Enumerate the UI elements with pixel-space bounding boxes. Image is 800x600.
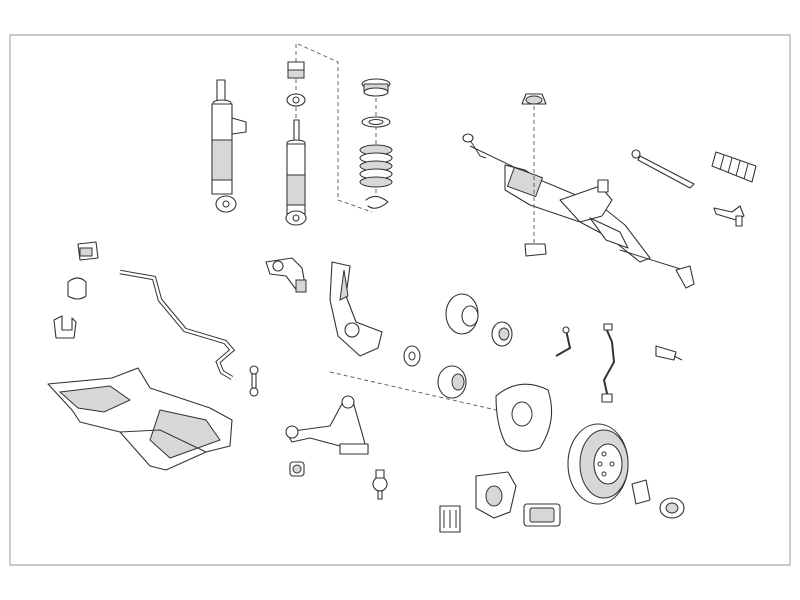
brake-pads[interactable]	[439, 503, 561, 533]
subframe[interactable]	[47, 367, 233, 471]
coil-spring-kit[interactable]	[359, 78, 393, 209]
shock-absorber-right[interactable]	[285, 119, 307, 226]
rack-mount[interactable]	[521, 93, 547, 257]
bushings[interactable]	[289, 461, 305, 477]
steering-rack[interactable]	[462, 133, 695, 289]
brake-disc[interactable]	[567, 423, 629, 505]
steering-boot[interactable]	[711, 151, 757, 183]
wheel-hub-cap[interactable]	[631, 479, 685, 519]
wear-sensor[interactable]	[655, 345, 683, 361]
outer-tie-rod-end[interactable]	[713, 205, 745, 227]
shock-absorber-left[interactable]	[211, 79, 247, 213]
steering-knuckle[interactable]	[329, 261, 383, 357]
inner-tie-rod[interactable]	[631, 149, 695, 189]
stabilizer-bushings[interactable]	[53, 241, 99, 339]
wheel-hub[interactable]	[329, 293, 541, 421]
strut-mount-kit[interactable]	[286, 61, 306, 107]
brake-shield[interactable]	[495, 383, 553, 452]
brake-hoses[interactable]	[555, 323, 616, 403]
stabilizer-link[interactable]	[249, 365, 259, 397]
coil-spring[interactable]	[359, 144, 393, 188]
ball-joint[interactable]	[372, 469, 388, 500]
lower-control-arm[interactable]	[285, 395, 369, 455]
brake-caliper[interactable]	[475, 471, 517, 519]
assembly-axis-line	[297, 43, 373, 213]
wheel-bearing[interactable]	[403, 321, 513, 367]
stabilizer-bar[interactable]	[119, 269, 236, 380]
diagram-frame	[9, 34, 791, 566]
upper-control-arm[interactable]	[265, 257, 307, 293]
